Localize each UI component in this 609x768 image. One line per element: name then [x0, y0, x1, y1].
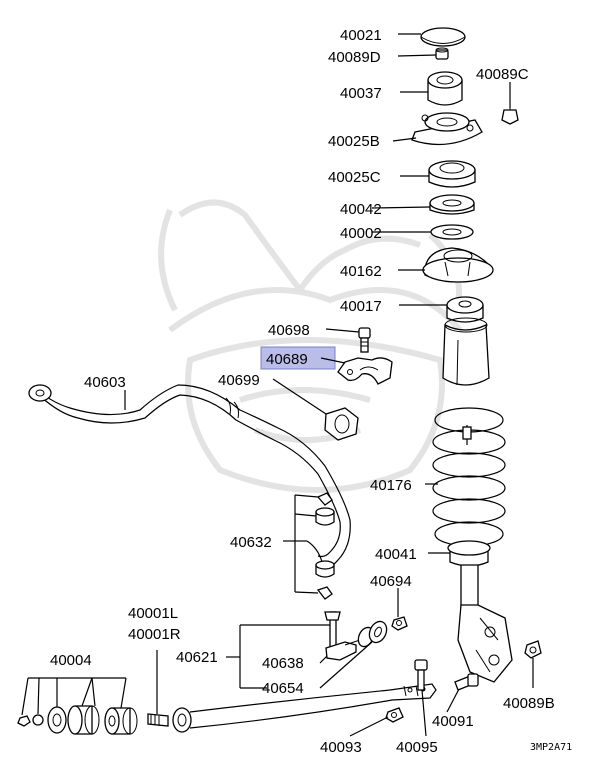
label-40638[interactable]: 40638	[262, 655, 304, 672]
part-40089D-shape	[435, 47, 449, 60]
part-40017-shape	[442, 296, 490, 386]
label-40694[interactable]: 40694	[370, 573, 412, 590]
diagram-code: 3MP2A71	[530, 742, 572, 753]
label-40689[interactable]: 40689	[266, 351, 308, 368]
label-40041[interactable]: 40041	[375, 546, 417, 563]
part-40638-shape	[324, 611, 361, 661]
label-40699[interactable]: 40699	[218, 372, 260, 389]
label-40002[interactable]: 40002	[340, 225, 382, 242]
label-40621[interactable]: 40621	[176, 649, 218, 666]
label-40093[interactable]: 40093	[320, 739, 362, 756]
part-40091-shape	[454, 673, 479, 691]
part-40037-shape	[427, 71, 463, 106]
label-40698[interactable]: 40698	[268, 322, 310, 339]
part-40093-shape	[385, 707, 404, 723]
label-40632[interactable]: 40632	[230, 534, 272, 551]
label-40089D[interactable]: 40089D	[328, 49, 381, 66]
label-40004[interactable]: 40004	[50, 652, 92, 669]
label-40162[interactable]: 40162	[340, 263, 382, 280]
label-40089C[interactable]: 40089C	[476, 66, 529, 83]
part-40041-shape	[447, 540, 513, 683]
leader-lines	[21, 33, 534, 737]
label-40025C[interactable]: 40025C	[328, 169, 381, 186]
part-40001-shape	[147, 683, 437, 733]
watermark	[158, 199, 463, 493]
label-40001R[interactable]: 40001R	[128, 626, 181, 643]
part-40025B-shape	[411, 112, 483, 146]
part-40004-shapes	[17, 705, 138, 735]
label-40025B[interactable]: 40025B	[328, 133, 380, 150]
part-40603-shape	[28, 384, 351, 568]
label-40042[interactable]: 40042	[340, 201, 382, 218]
part-40689-shape	[337, 357, 393, 385]
label-40176[interactable]: 40176	[370, 477, 412, 494]
part-40042-shape	[429, 194, 475, 215]
part-40002-shape	[430, 224, 474, 240]
part-labels: 40021 40089D 40037 40089C 40025B 40025C …	[50, 27, 572, 756]
label-40654[interactable]: 40654	[262, 680, 304, 697]
part-40694-shape	[391, 616, 408, 631]
highlight-40689	[260, 346, 336, 370]
label-40001L[interactable]: 40001L	[128, 605, 178, 622]
part-40025C-shape	[428, 160, 476, 188]
part-40699-shape	[324, 407, 359, 441]
label-40603[interactable]: 40603	[84, 374, 126, 391]
part-40176-shape	[432, 407, 506, 547]
part-40021-shape	[420, 27, 466, 47]
part-40162-shape	[422, 247, 494, 283]
part-40654-shape	[357, 620, 388, 648]
part-40095-shape	[414, 659, 428, 691]
label-40017[interactable]: 40017	[340, 298, 382, 315]
label-40095[interactable]: 40095	[396, 739, 438, 756]
part-40698-shape	[358, 327, 371, 353]
label-40037[interactable]: 40037	[340, 85, 382, 102]
part-40089B-shape	[524, 640, 542, 659]
part-40632-shapes	[315, 492, 335, 600]
label-40089B[interactable]: 40089B	[503, 695, 555, 712]
label-40021[interactable]: 40021	[340, 27, 382, 44]
label-40091[interactable]: 40091	[432, 713, 474, 730]
